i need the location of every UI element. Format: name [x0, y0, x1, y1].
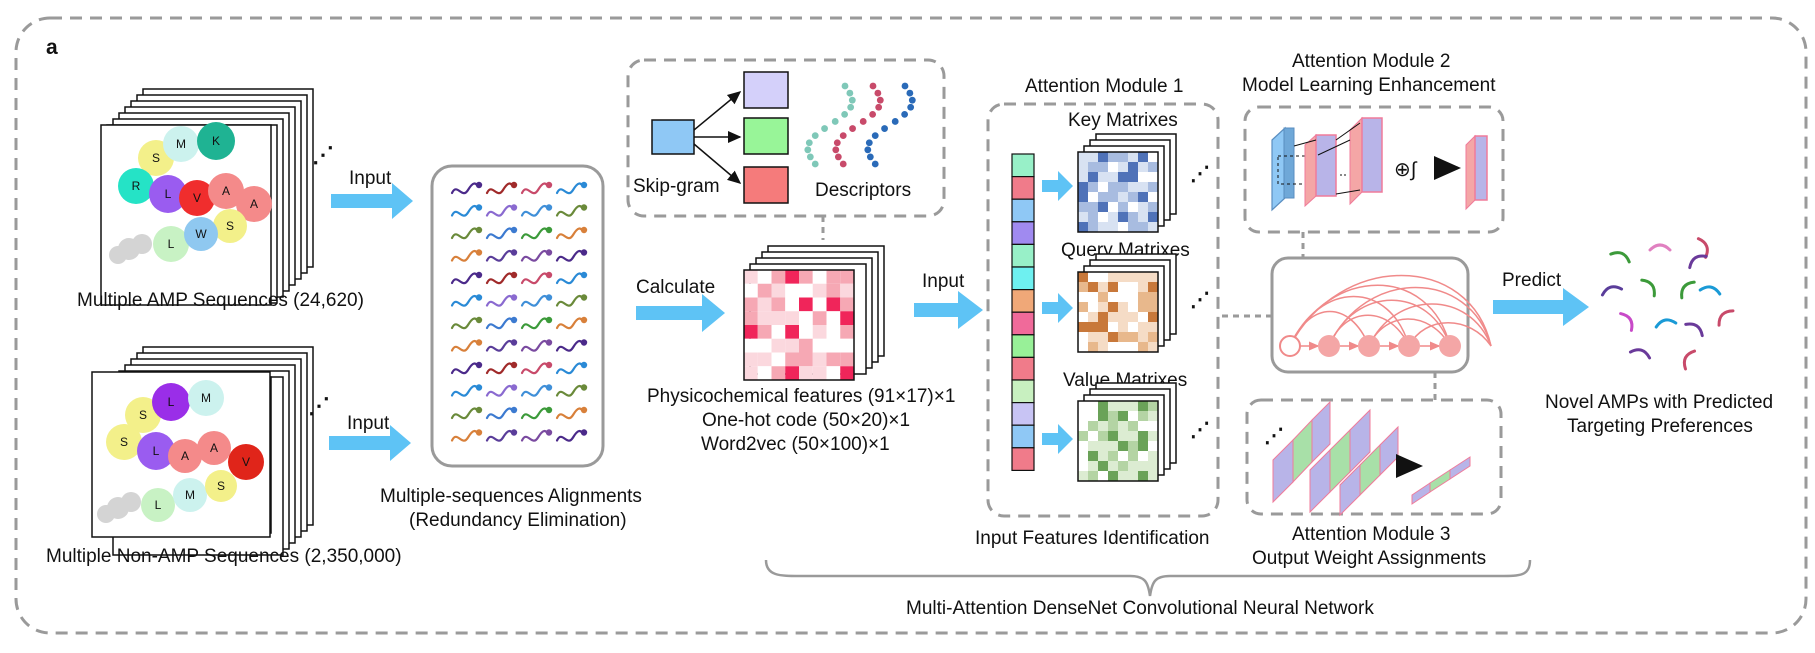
descriptor-chains: [804, 82, 916, 168]
msa-label-line2: (Redundancy Elimination): [409, 510, 627, 531]
svg-text:⋰: ⋰: [1190, 289, 1210, 311]
nonamp-residue-circles: S L M S L A A V L M S: [97, 380, 264, 523]
svg-text:Calculate: Calculate: [636, 277, 715, 298]
key-matrix: [1077, 133, 1177, 233]
svg-text:S: S: [152, 151, 160, 165]
predicted-peptides: [1600, 237, 1735, 371]
module1-title: Attention Module 1: [1025, 76, 1183, 97]
value-matrix: [1077, 382, 1177, 482]
input-arrow-1: Input: [331, 168, 413, 219]
calculate-arrow: Calculate: [636, 277, 725, 332]
key-matrix-label: Key Matrixes: [1068, 110, 1178, 131]
output-line2: Targeting Preferences: [1567, 416, 1753, 437]
add-activation-icon: ⊕∫: [1394, 159, 1418, 181]
svg-text:⋰: ⋰: [1264, 425, 1284, 447]
module3-panel: [1245, 398, 1503, 516]
output-line1: Novel AMPs with Predicted: [1545, 392, 1773, 413]
svg-text:L: L: [153, 444, 160, 458]
amp-sequence-stack: S M K R L V A A S L W ⋰: [100, 88, 334, 306]
query-arrow: [1042, 293, 1073, 323]
svg-text:A: A: [210, 441, 218, 455]
densenet-nodes: [1279, 335, 1461, 357]
panel-label: a: [46, 36, 58, 59]
svg-text:V: V: [242, 455, 250, 469]
svg-text:S: S: [120, 435, 128, 449]
key-arrow: [1042, 171, 1073, 201]
svg-text:M: M: [176, 137, 186, 151]
svg-text:A: A: [181, 449, 189, 463]
svg-text:Input: Input: [347, 413, 390, 434]
module2-conv-blocks: ⊕∫: [1271, 116, 1488, 212]
input-arrow-2: Input: [329, 413, 411, 461]
svg-text:Predict: Predict: [1502, 270, 1562, 291]
svg-text:V: V: [193, 191, 201, 205]
feature-vector-column: [1011, 153, 1035, 471]
module3-weight-blocks: ⋰: [1264, 400, 1471, 517]
svg-text:L: L: [168, 237, 175, 251]
amp-ellipsis: ⋰: [312, 142, 334, 167]
feature-matrix-stack: [743, 245, 885, 381]
features-line2: One-hot code (50×20)×1: [702, 410, 910, 431]
nonamp-group-label: Multiple Non-AMP Sequences (2,350,000): [46, 546, 402, 567]
module2-panel: [1243, 105, 1505, 234]
msa-panel: [430, 164, 605, 468]
svg-text:M: M: [201, 391, 211, 405]
svg-text:W: W: [195, 227, 207, 241]
nonamp-ellipsis: ⋰: [308, 393, 330, 418]
svg-text:M: M: [185, 488, 195, 502]
embedding-panel: [626, 58, 946, 218]
svg-text:⋰: ⋰: [1190, 163, 1210, 185]
svg-text:A: A: [222, 184, 230, 198]
module1-caption: Input Features Identification: [975, 528, 1209, 549]
svg-text:S: S: [139, 408, 147, 422]
svg-text:A: A: [250, 197, 258, 211]
msa-alignment-squiggles: [450, 181, 588, 442]
module3-title: Attention Module 3: [1292, 524, 1450, 545]
svg-text:L: L: [155, 498, 162, 512]
network-brace: [764, 559, 1532, 597]
nonamp-sequence-stack: S L M S L A A V L M S ⋰: [91, 346, 330, 556]
outer-frame: [14, 16, 1808, 635]
svg-text:S: S: [217, 479, 225, 493]
network-label: Multi-Attention DenseNet Convolutional N…: [906, 598, 1374, 619]
svg-text:S: S: [226, 219, 234, 233]
value-arrow: [1042, 424, 1073, 454]
input-arrow-3: Input: [914, 271, 983, 329]
svg-text:Input: Input: [922, 271, 965, 292]
skipgram-diagram: [651, 71, 789, 204]
features-line3: Word2vec (50×100)×1: [701, 434, 890, 455]
query-matrix: [1077, 253, 1177, 353]
svg-text:⋰: ⋰: [1190, 419, 1210, 441]
svg-text:L: L: [168, 395, 175, 409]
msa-label-line1: Multiple-sequences Alignments: [380, 486, 642, 507]
svg-text:Input: Input: [349, 168, 392, 189]
module2-subtitle: Model Learning Enhancement: [1242, 75, 1496, 96]
skipgram-label: Skip-gram: [633, 176, 720, 197]
svg-text:L: L: [165, 187, 172, 201]
amp-residue-circles: S M K R L V A A S L W: [109, 122, 272, 264]
module1-panel: [986, 102, 1220, 518]
module2-title: Attention Module 2: [1292, 51, 1450, 72]
predict-arrow: Predict: [1493, 270, 1589, 326]
module3-subtitle: Output Weight Assignments: [1252, 548, 1486, 569]
svg-text:K: K: [212, 134, 220, 148]
svg-text:R: R: [132, 179, 141, 193]
descriptors-label: Descriptors: [815, 180, 911, 201]
features-line1: Physicochemical features (91×17)×1: [647, 386, 955, 407]
amp-group-label: Multiple AMP Sequences (24,620): [77, 290, 364, 311]
densenet-graph: [1289, 274, 1492, 351]
